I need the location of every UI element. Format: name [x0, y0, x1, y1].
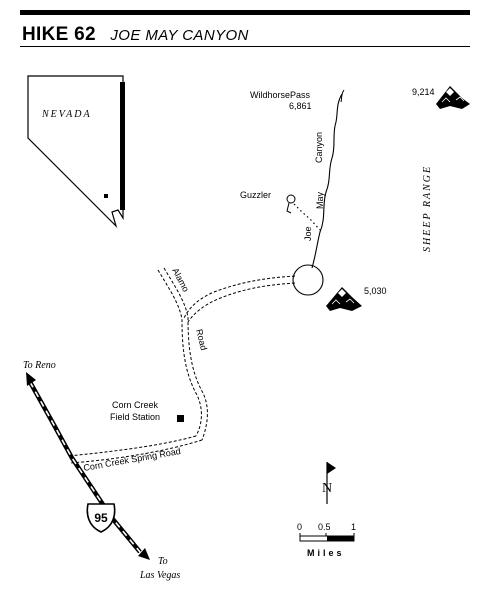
- alamo-road: [157, 267, 208, 441]
- alamo-label: Alamo: [170, 266, 191, 293]
- header-rule: [20, 46, 470, 47]
- canyon-label: Canyon: [314, 132, 324, 163]
- trailhead-circle: [292, 264, 324, 296]
- reno-arrow: [26, 372, 36, 386]
- nevada-inset: NEVADA: [27, 75, 125, 229]
- access-road: [183, 275, 296, 323]
- to-reno-label: To Reno: [23, 360, 56, 371]
- header-bar: [20, 10, 470, 15]
- north-label: N: [322, 481, 332, 496]
- guzzler-trail: [293, 203, 321, 231]
- sheep-range-label: SHEEP RANGE: [422, 165, 433, 252]
- canyon-creek: [311, 93, 343, 269]
- scale-zero: 0: [297, 522, 302, 532]
- guzzler-icon: [286, 194, 296, 214]
- scale-units: Miles: [307, 548, 345, 558]
- corn-creek-spring-road: [67, 435, 203, 464]
- hike-name: JOE MAY CANYON: [110, 27, 249, 44]
- inset-shadow: [120, 82, 125, 210]
- may-label: May: [315, 191, 325, 209]
- nevada-outline: [27, 75, 124, 229]
- pass-mark: [340, 89, 345, 103]
- peak-south-elevation: 5,030: [364, 286, 387, 296]
- corn-creek-label: Corn Creek: [112, 400, 159, 410]
- nevada-label: NEVADA: [41, 109, 92, 120]
- peak-north-elevation: 9,214: [412, 87, 435, 97]
- field-station-label: Field Station: [110, 412, 160, 422]
- corn-creek-spring-road-label: Corn Creek Spring Road: [83, 446, 182, 473]
- page-header: HIKE 62 JOE MAY CANYON: [22, 24, 249, 48]
- wildhorse-elevation: 6,861: [289, 101, 312, 111]
- highway-shield-icon: 95: [86, 503, 116, 533]
- to-label: To: [158, 556, 168, 567]
- las-vegas-label: Las Vegas: [139, 570, 180, 581]
- highway-95: [26, 372, 150, 560]
- scale-bar: 0 0.5 1 Miles: [297, 522, 356, 558]
- peak-north-icon: [436, 86, 470, 109]
- joe-label: Joe: [303, 226, 313, 241]
- hike-number: HIKE 62: [22, 24, 96, 45]
- road-label: Road: [194, 328, 209, 351]
- scale-half: 0.5: [318, 522, 331, 532]
- wildhorse-pass-label: WildhorsePass: [250, 90, 311, 100]
- field-station-marker: [177, 415, 184, 422]
- peak-south-icon: [326, 287, 362, 311]
- scale-one: 1: [351, 522, 356, 532]
- north-arrow-icon: N: [322, 462, 336, 504]
- guzzler-label: Guzzler: [240, 190, 271, 200]
- location-marker: [104, 194, 108, 198]
- highway-number: 95: [94, 511, 108, 525]
- las-vegas-arrow: [138, 548, 150, 560]
